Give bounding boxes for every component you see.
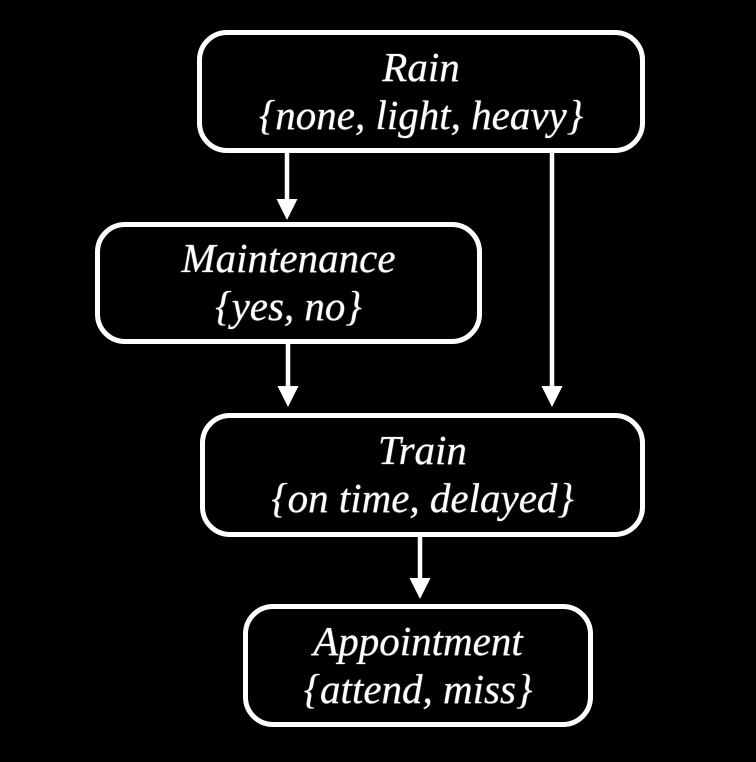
edge-maintenance-to-train-arrow [277,344,299,407]
node-maintenance: Maintenance {yes, no} [95,222,482,344]
node-appointment-label: Appointment [313,617,523,664]
node-rain-label: Rain [382,43,460,90]
node-rain: Rain {none, light, heavy} [197,30,645,153]
node-rain-values: {none, light, heavy} [258,91,584,138]
node-maintenance-values: {yes, no} [215,283,362,329]
edge-rain-to-maintenance-arrow [276,153,298,220]
node-appointment-values: {attend, miss} [303,665,533,712]
node-train: Train {on time, delayed} [200,413,645,537]
node-appointment: Appointment {attend, miss} [243,604,593,727]
node-maintenance-label: Maintenance [181,235,396,282]
edge-train-to-appointment-arrow [409,537,431,599]
edge-rain-to-train-arrow [541,153,563,407]
node-train-values: {on time, delayed} [271,475,574,521]
node-train-label: Train [378,427,467,474]
